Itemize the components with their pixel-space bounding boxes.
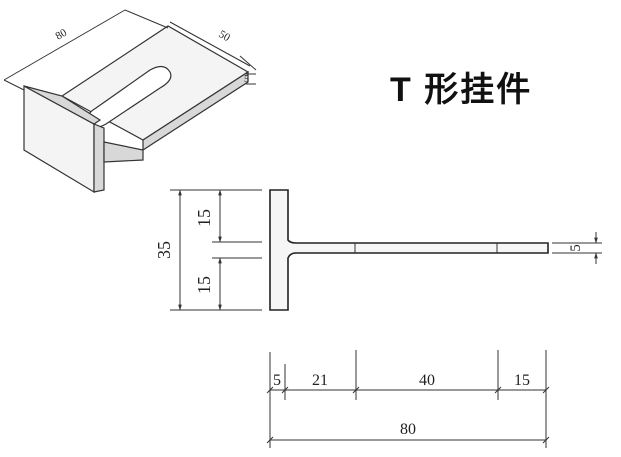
iso-dim-line-length [3, 9, 126, 81]
dim-seg3: 40 [419, 372, 435, 389]
t-profile [269, 189, 549, 311]
iso-flange-side [23, 85, 102, 125]
dim-seg4: 15 [514, 372, 530, 389]
isometric-view: 80 50 5 [3, 9, 257, 194]
dim-total-length: 80 [400, 421, 416, 438]
dim-upper: 15 [194, 209, 214, 227]
iso-dim-width: 50 [217, 28, 233, 44]
iso-plate-edge [142, 70, 249, 152]
iso-dim-length: 80 [54, 26, 70, 42]
iso-flange-edge [93, 123, 105, 193]
dim-seg1: 5 [273, 372, 281, 389]
dim-seg2: 21 [312, 372, 328, 389]
iso-dim-thickness: 5 [244, 74, 249, 85]
iso-web [103, 141, 144, 163]
dim-web-thickness: 5 [568, 244, 584, 252]
bottom-dimensions: 5 21 40 15 80 [266, 350, 550, 448]
iso-dim-line-width [169, 21, 251, 67]
page-title: T 形挂件 [390, 71, 533, 109]
dim-total-height: 35 [154, 241, 174, 259]
side-view: 35 15 15 5 [154, 189, 602, 311]
dim-lower: 15 [194, 276, 214, 294]
